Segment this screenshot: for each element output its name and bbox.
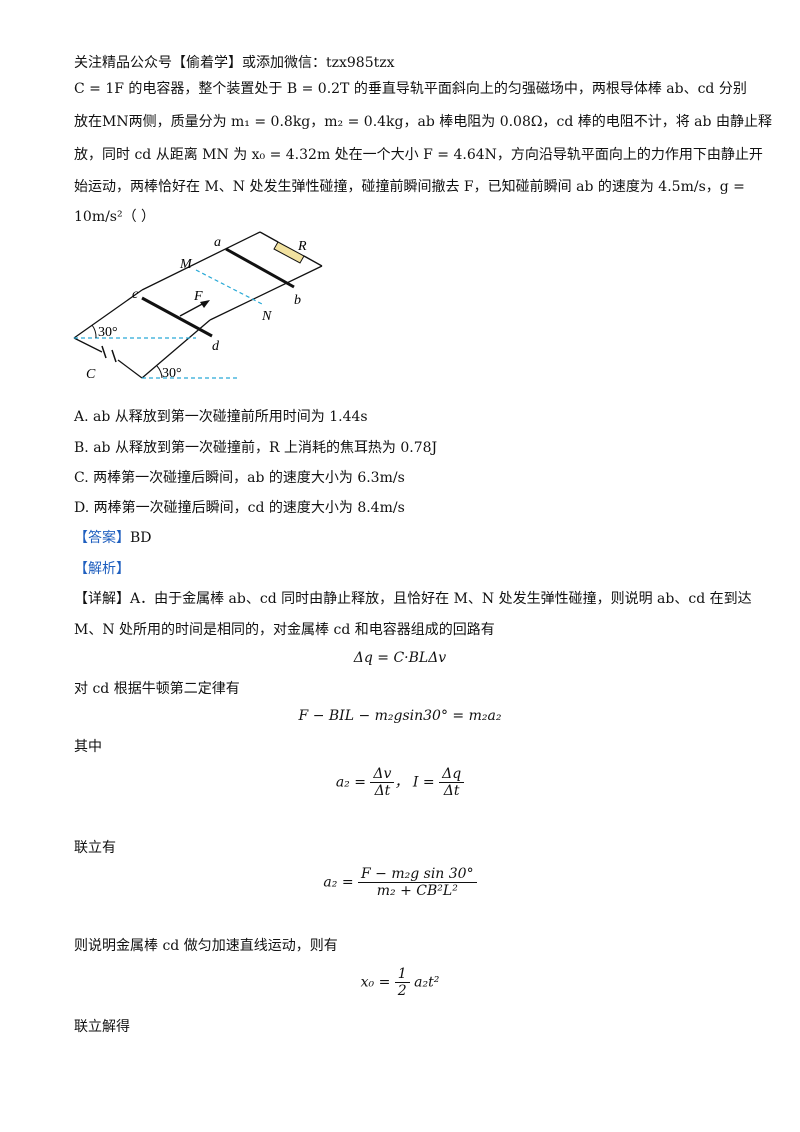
option-c: C. 两棒第一次碰撞后瞬间，ab 的速度大小为 6.3m/s bbox=[74, 470, 405, 486]
label-b: b bbox=[294, 293, 301, 308]
answer-value: BD bbox=[130, 530, 152, 546]
problem-line-3: 放，同时 cd 从距离 MN 为 x₀ = 4.32m 处在一个大小 F = 4… bbox=[74, 147, 763, 163]
label-C: C bbox=[86, 367, 96, 382]
label-c: c bbox=[132, 287, 139, 302]
label-M: M bbox=[179, 257, 193, 272]
detail-line-7: 联立解得 bbox=[74, 1019, 130, 1035]
problem-line-1: C = 1F 的电容器，整个装置处于 B = 0.2T 的垂直导轨平面斜向上的匀… bbox=[74, 81, 747, 97]
problem-line-2: 放在MN两侧，质量分为 m₁ = 0.8kg，m₂ = 0.4kg，ab 棒电阻… bbox=[74, 114, 772, 130]
answer-line: 【答案】BD bbox=[74, 529, 152, 547]
option-d: D. 两棒第一次碰撞后瞬间，cd 的速度大小为 8.4m/s bbox=[74, 500, 405, 516]
detail-line-4: 其中 bbox=[74, 739, 102, 755]
label-d: d bbox=[212, 339, 220, 354]
header-text: 关注精品公众号【偷着学】或添加微信：tzx985tzx bbox=[74, 55, 395, 71]
label-R: R bbox=[297, 239, 307, 254]
equation-4: a₂ = F − m₂g sin 30°m₂ + CB²L² bbox=[0, 866, 800, 899]
detail-line-6: 则说明金属棒 cd 做匀加速直线运动，则有 bbox=[74, 938, 338, 954]
answer-label: 【答案】 bbox=[74, 530, 130, 546]
detail-line-2: M、N 处所用的时间是相同的，对金属棒 cd 和电容器组成的回路有 bbox=[74, 622, 495, 638]
problem-line-4: 始运动，两棒恰好在 M、N 处发生弹性碰撞，碰撞前瞬间撤去 F，已知碰前瞬间 a… bbox=[74, 179, 745, 195]
equation-1: Δq = C·BLΔv bbox=[353, 650, 447, 666]
label-a: a bbox=[214, 235, 221, 250]
detail-line-1: 【详解】A．由于金属棒 ab、cd 同时由静止释放，且恰好在 M、N 处发生弹性… bbox=[74, 591, 752, 607]
circuit-diagram: a M R b N c F d 30° C 30° bbox=[73, 231, 323, 382]
analysis-label: 【解析】 bbox=[74, 561, 130, 577]
detail-line-3: 对 cd 根据牛顿第二定律有 bbox=[74, 681, 240, 697]
option-a: A. ab 从释放到第一次碰撞前所用时间为 1.44s bbox=[74, 409, 368, 425]
detail-line-5: 联立有 bbox=[74, 840, 116, 856]
label-angle2: 30° bbox=[162, 366, 182, 381]
label-F: F bbox=[193, 289, 203, 304]
option-b: B. ab 从释放到第一次碰撞前，R 上消耗的焦耳热为 0.78J bbox=[74, 440, 438, 456]
label-N: N bbox=[261, 309, 272, 324]
equation-2: F − BIL − m₂gsin30° = m₂a₂ bbox=[298, 708, 502, 724]
label-angle1: 30° bbox=[98, 325, 118, 340]
problem-line-5: 10m/s²（ ） bbox=[74, 209, 156, 225]
